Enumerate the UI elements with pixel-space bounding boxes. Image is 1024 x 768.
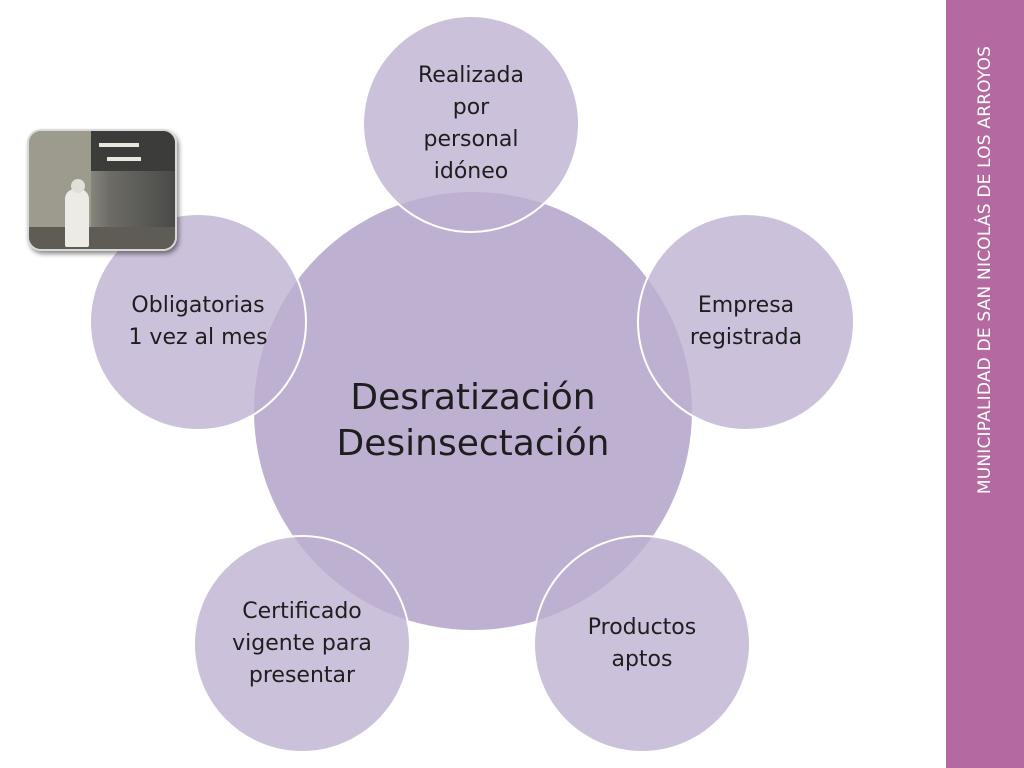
node-bottom-right-label: Productos aptos [580, 612, 704, 676]
node-top-line-1: Realizada [417, 63, 524, 88]
center-label-line-1: Desratización [350, 377, 596, 418]
node-right: Empresa registrada [637, 213, 855, 431]
node-bottom-right-line-1: Productos [587, 615, 697, 640]
node-top-line-4: idóneo [433, 159, 509, 184]
photo-worker-head [71, 179, 85, 193]
photo-floor [29, 227, 175, 249]
node-bottom-right: Productos aptos [533, 535, 751, 753]
node-bottom-left-label: Certificado vigente para presentar [224, 596, 380, 692]
node-top-label: Realizada por personal idóneo [410, 60, 532, 188]
node-top-line-2: por [452, 95, 490, 120]
photo-ceiling [91, 131, 175, 171]
fumigation-photo [27, 129, 177, 251]
center-label-line-2: Desinsectación [336, 423, 610, 464]
node-left-line-1: Obligatorias [131, 293, 265, 318]
node-bottom-left: Certificado vigente para presentar [193, 535, 411, 753]
node-right-label: Empresa registrada [682, 290, 810, 354]
node-left: Obligatorias 1 vez al mes [89, 213, 307, 431]
node-right-line-2: registrada [689, 325, 803, 350]
node-right-line-1: Empresa [697, 293, 795, 318]
photo-ceiling-light [107, 157, 141, 161]
node-top: Realizada por personal idóneo [362, 15, 580, 233]
node-left-label: Obligatorias 1 vez al mes [120, 290, 275, 354]
node-top-line-3: personal [423, 127, 519, 152]
photo-ceiling-light [99, 143, 139, 147]
node-bottom-left-line-3: presentar [248, 663, 356, 688]
photo-worker [65, 189, 89, 247]
node-bottom-right-line-2: aptos [611, 647, 673, 672]
sidebar-band: MUNICIPALIDAD DE SAN NICOLÁS DE LOS ARRO… [946, 0, 1024, 768]
node-bottom-left-line-2: vigente para [232, 631, 372, 656]
node-left-line-2: 1 vez al mes [128, 325, 268, 350]
node-bottom-left-line-1: Certificado [242, 599, 362, 624]
sidebar-text: MUNICIPALIDAD DE SAN NICOLÁS DE LOS ARRO… [975, 45, 995, 495]
center-label: Desratización Desinsectación [337, 375, 610, 467]
